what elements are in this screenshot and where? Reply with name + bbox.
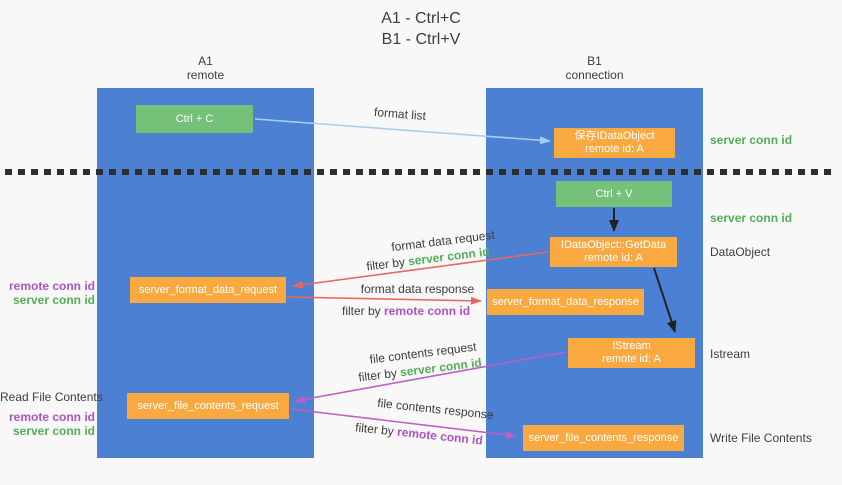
node-server-format-data-response-label: server_format_data_response [492,295,639,308]
node-ctrl-v-label: Ctrl + V [595,187,633,200]
filter-by-text: filter by [342,304,385,318]
node-server-file-contents-response-label: server_file_contents_response [528,431,679,444]
remote-conn-id-text: remote conn id [396,424,484,448]
node-istream-line1: IStream [612,340,651,352]
node-server-format-data-request: server_format_data_request [130,277,286,303]
annotation-dataobject: DataObject [710,245,771,259]
node-ctrl-c-label: Ctrl + C [175,112,214,125]
node-save-idataobject: 保存IDataObject remote id: A [554,128,675,158]
node-idataobject-getdata: IDataObject::GetData remote id: A [550,237,677,267]
filter-by-text: filter by [357,365,402,385]
node-server-format-data-response: server_format_data_response [487,289,644,315]
node-istream-line2: remote id: A [602,353,661,365]
title-line-1: A1 - Ctrl+C [381,10,461,27]
lifeline-header-b1: B1 connection [486,54,703,82]
node-save-idataobject-line1: 保存IDataObject [574,130,655,142]
node-server-file-contents-response: server_file_contents_response [523,425,684,451]
diagram-title: A1 - Ctrl+C B1 - Ctrl+V [0,8,842,50]
annotation-remote-conn-id-file: remote conn id [8,410,95,424]
node-getdata-line2: remote id: A [584,252,643,264]
title-line-2: B1 - Ctrl+V [381,31,461,48]
edge-label-format-data-response: format data response [360,282,475,296]
lifeline-b1-role: connection [565,68,624,82]
filter-by-text: filter by [365,254,410,274]
annotation-server-conn-id-save: server conn id [710,133,793,147]
annotation-remote-conn-id-format: remote conn id [8,279,95,293]
node-istream: IStream remote id: A [568,338,695,368]
annotation-server-conn-id-paste: server conn id [710,211,793,225]
node-ctrl-c: Ctrl + C [136,105,253,133]
node-server-format-data-request-label: server_format_data_request [138,283,278,296]
lifeline-b1-name: B1 [587,54,602,68]
remote-conn-id-text: remote conn id [384,304,471,318]
lifeline-a1-name: A1 [198,54,213,68]
node-ctrl-v: Ctrl + V [556,181,672,207]
edge-label-file-contents-response: file contents response [376,395,495,423]
node-server-file-contents-request: server_file_contents_request [127,393,289,419]
annotation-read-file-contents: Read File Contents [0,390,103,404]
edge-label-format-list: format list [373,104,427,124]
node-save-idataobject-line2: remote id: A [585,143,644,155]
node-getdata-line1: IDataObject::GetData [560,239,667,251]
annotation-write-file-contents: Write File Contents [710,431,812,445]
filter-by-text: filter by [354,420,398,439]
phase-divider-dotted-line [5,169,837,175]
annotation-server-conn-id-file: server conn id [12,424,95,438]
edge-label-format-data-response-filter: filter by remote conn id [342,304,470,318]
edge-label-file-contents-response-filter: filter by remote conn id [355,420,484,447]
arrow-format-data-response [286,296,482,305]
annotation-server-conn-id-format: server conn id [12,293,95,307]
lifeline-header-a1: A1 remote [97,54,314,82]
annotation-istream: Istream [710,347,751,361]
lifeline-a1-role: remote [186,68,225,82]
node-server-file-contents-request-label: server_file_contents_request [137,399,279,412]
